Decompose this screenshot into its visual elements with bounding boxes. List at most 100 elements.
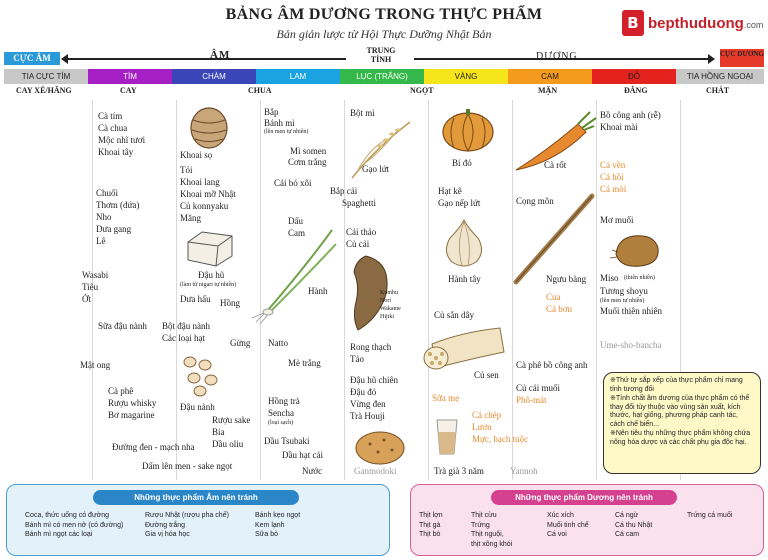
avoid-item: Gia vị hóa học bbox=[145, 531, 190, 538]
food-item: Bia bbox=[212, 427, 225, 437]
food-item: Khoai sọ bbox=[180, 150, 213, 160]
food-item: Cà phê bbox=[108, 386, 134, 396]
food-item: Hành bbox=[308, 286, 328, 296]
ganmodoki-image bbox=[355, 431, 405, 465]
food-item: Bí đỏ bbox=[452, 158, 472, 168]
column-divider bbox=[260, 100, 261, 480]
food-item: (lên men tự nhiên) bbox=[600, 298, 645, 304]
food-item: Tỏi bbox=[180, 165, 193, 175]
food-item: Mè trắng bbox=[288, 358, 321, 368]
spectrum-band: CAM bbox=[508, 69, 592, 84]
avoid-yang-col: Xúc xích Muối tinh chế Cá voi bbox=[547, 511, 589, 540]
spectrum-band: CHÀM bbox=[172, 69, 256, 84]
yin-yang-axis: CỰC ÂM ÂM TRUNG TÍNH DƯƠNG CỰC DƯƠNG bbox=[4, 46, 764, 67]
food-item: Đậu đỏ bbox=[350, 387, 377, 397]
food-item: Miso bbox=[600, 273, 619, 283]
food-item: Đường đen - mạch nha bbox=[112, 442, 195, 452]
duong-label: DƯƠNG bbox=[536, 51, 578, 62]
food-item: Thơm (dứa) bbox=[96, 200, 140, 210]
food-item: Ngưu bàng bbox=[546, 274, 587, 284]
food-item: Cơm trắng bbox=[288, 157, 327, 167]
seaweed-image bbox=[353, 255, 388, 331]
spectrum-band: TÍM bbox=[88, 69, 172, 84]
taste-label: CAY XÉ/HĂNG bbox=[16, 86, 72, 95]
food-item: Cà rốt bbox=[544, 160, 567, 170]
column-divider bbox=[428, 100, 429, 480]
taste-label: CAY bbox=[120, 86, 137, 95]
food-item: Đậu nành bbox=[180, 402, 215, 412]
food-item: Gạo nếp lứt bbox=[438, 198, 481, 208]
spectrum-band: ĐỎ bbox=[592, 69, 676, 84]
food-item: (lên men tự nhiên) bbox=[264, 129, 309, 135]
food-item: (thiên nhiên) bbox=[624, 275, 655, 281]
food-item: Củ cải bbox=[346, 239, 370, 249]
food-item: Lươn bbox=[472, 422, 492, 432]
food-item: Rượu whisky bbox=[108, 398, 157, 408]
food-item: Củ sen bbox=[474, 370, 499, 380]
food-item: Đậu hũ bbox=[198, 270, 225, 280]
food-item: Tiêu bbox=[82, 282, 99, 292]
food-item: Wasabi bbox=[82, 270, 109, 280]
food-item: (loại sạch) bbox=[268, 420, 294, 426]
food-item: Măng bbox=[180, 213, 201, 223]
food-item: Ume-sho-bancha bbox=[600, 340, 662, 350]
column-divider bbox=[344, 100, 345, 480]
note-line: ※Tính chất âm dương của thực phẩm có thể… bbox=[610, 395, 750, 428]
yam-image bbox=[610, 235, 659, 267]
food-item: Cua bbox=[546, 292, 561, 302]
food-item: Ganmodoki bbox=[354, 466, 397, 476]
site-logo[interactable]: B bepthuduong.com bbox=[622, 8, 763, 38]
chef-hat-logo-icon: B bbox=[622, 10, 644, 36]
trung-tinh-label: TRUNG TÍNH bbox=[366, 46, 396, 64]
food-item: Hành tây bbox=[448, 274, 481, 284]
onion-image bbox=[446, 218, 482, 267]
color-spectrum: TIA CỰC TÍM TÍM CHÀM LAM LỤC (TRẮNG) VÀN… bbox=[4, 69, 764, 84]
food-item: Nước bbox=[302, 466, 323, 476]
avoid-yang-foods-box: Những thực phẩm Dương nên tránh Thịt lợn… bbox=[410, 484, 764, 556]
avoid-yang-col: Trứng cá muối bbox=[687, 511, 732, 521]
avoid-yin-title: Những thực phẩm Âm nên tránh bbox=[93, 490, 299, 505]
rice-stalk-image bbox=[351, 121, 411, 179]
food-item: Muối thiên nhiên bbox=[600, 306, 662, 316]
food-item: Bánh mì bbox=[264, 118, 295, 128]
taste-label: NGỌT bbox=[410, 86, 434, 95]
avoid-item: Kem lạnh bbox=[255, 521, 285, 529]
arrow-right-icon bbox=[414, 54, 715, 64]
taste-label: ĐẮNG bbox=[624, 86, 648, 95]
lotus-root-image bbox=[423, 327, 505, 370]
tea-glass-image bbox=[436, 419, 458, 455]
taste-label: CHÁT bbox=[706, 86, 730, 95]
food-item: Khoai mỡ Nhật bbox=[180, 189, 236, 199]
am-label: ÂM bbox=[210, 49, 231, 61]
column-divider bbox=[680, 100, 681, 480]
food-item: Khoai mài bbox=[600, 122, 638, 132]
soybean-image bbox=[183, 356, 218, 397]
avoid-item: Coca, thức uống có đường bbox=[25, 512, 110, 519]
food-item: Vừng đen bbox=[350, 399, 386, 409]
avoid-item: Trứng cá muối bbox=[687, 512, 733, 519]
food-item: Bột đậu nành bbox=[162, 321, 210, 331]
food-item: Dưa gang bbox=[96, 224, 132, 234]
food-item: Dưa hấu bbox=[180, 294, 211, 304]
food-item: Bột mì bbox=[350, 108, 375, 118]
avoid-yang-col: Cá ngừ Cá thu Nhật Cá cam bbox=[615, 511, 652, 540]
food-item: Cọng môn bbox=[516, 196, 554, 206]
food-item: Cải thảo bbox=[346, 227, 377, 237]
food-item: Hồng trà bbox=[268, 396, 300, 406]
food-item: Cải bó xôi bbox=[274, 178, 312, 188]
food-item: Trà Houji bbox=[350, 411, 385, 421]
food-item: Wakame bbox=[380, 306, 401, 312]
avoid-yang-col: Thịt lợn Thịt gà Thịt bò bbox=[419, 511, 443, 540]
taste-row: CAY XÉ/HĂNG CAY CHUA NGỌT MẶN ĐẮNG CHÁT bbox=[4, 86, 764, 98]
food-item: Sữa đậu nành bbox=[98, 321, 147, 331]
food-item: Cá bơn bbox=[546, 304, 573, 314]
food-item: Gạo lứt bbox=[362, 164, 390, 174]
page-subtitle: Bản giản lược từ Hội Thực Dưỡng Nhật Bản bbox=[276, 27, 492, 41]
food-item: Cà chua bbox=[98, 123, 128, 133]
avoid-item: Đường trắng bbox=[145, 521, 186, 529]
spectrum-band: VÀNG bbox=[424, 69, 508, 84]
avoid-item: Thịt nguội, bbox=[471, 531, 504, 538]
food-item: Mực, bạch tuộc bbox=[472, 434, 529, 444]
column-divider bbox=[92, 100, 93, 480]
food-item: Natto bbox=[268, 338, 288, 348]
